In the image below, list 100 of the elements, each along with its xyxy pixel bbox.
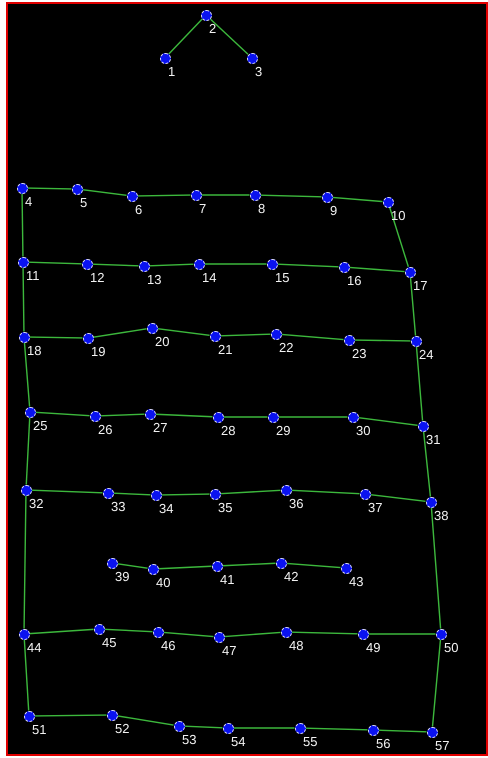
point-marker — [82, 332, 94, 344]
point-marker — [268, 412, 278, 422]
point-marker — [382, 196, 394, 208]
connector-line — [100, 414, 145, 416]
connector-line — [24, 342, 30, 407]
connector-line — [202, 194, 250, 196]
connector-line — [260, 194, 322, 198]
connector-line — [22, 268, 25, 332]
point-marker — [348, 412, 358, 422]
point-number: 38 — [434, 509, 448, 522]
point-marker — [200, 10, 212, 20]
point-number: 39 — [115, 570, 130, 583]
point-number: 13 — [147, 273, 162, 286]
point-marker — [138, 260, 150, 272]
connector-line — [117, 563, 148, 569]
point-number: 35 — [218, 501, 232, 514]
connector-line — [286, 562, 341, 568]
point-number: 56 — [376, 737, 390, 750]
point-marker — [250, 190, 260, 200]
connector-line — [378, 729, 427, 733]
connector-line — [155, 414, 213, 418]
point-number: 5 — [80, 196, 88, 209]
point-number: 27 — [153, 421, 168, 434]
connector-line — [220, 490, 281, 494]
point-number: 28 — [221, 424, 236, 437]
connector-line — [24, 639, 30, 711]
point-marker — [150, 490, 162, 500]
connector-line — [210, 18, 248, 55]
point-marker — [276, 558, 286, 568]
point-marker — [20, 484, 32, 496]
point-marker — [426, 726, 438, 738]
point-number: 32 — [29, 497, 44, 510]
point-number: 1 — [168, 65, 176, 78]
point-number: 9 — [330, 204, 338, 217]
connector-line — [82, 189, 127, 196]
connector-line — [281, 334, 344, 340]
point-number: 37 — [368, 501, 382, 514]
connector-line — [29, 336, 83, 339]
connector-line — [370, 494, 426, 502]
point-marker — [194, 258, 204, 270]
point-number: 57 — [435, 739, 450, 752]
point-marker — [18, 628, 30, 640]
point-number: 50 — [444, 641, 458, 654]
point-marker — [418, 420, 428, 432]
point-number: 31 — [426, 433, 440, 446]
point-number: 18 — [27, 344, 42, 357]
connector-line — [349, 266, 405, 272]
connector-line — [410, 277, 416, 336]
point-number: 3 — [255, 65, 262, 78]
point-number: 48 — [289, 639, 304, 652]
point-marker — [18, 256, 28, 268]
point-number: 8 — [258, 202, 266, 215]
point-number: 45 — [102, 636, 116, 649]
point-number: 14 — [202, 271, 216, 284]
point-marker — [280, 484, 292, 496]
connector-line — [358, 417, 418, 426]
point-number: 7 — [199, 202, 206, 215]
point-marker — [404, 266, 416, 278]
point-marker — [358, 628, 368, 640]
point-marker — [146, 322, 158, 334]
point-marker — [436, 628, 446, 640]
point-marker — [360, 488, 370, 500]
point-number: 29 — [276, 424, 290, 437]
point-number: 11 — [26, 269, 40, 282]
connector-line — [277, 264, 339, 268]
connector-line — [291, 631, 358, 635]
point-marker — [212, 412, 224, 422]
connector-line — [430, 507, 442, 629]
point-number: 19 — [91, 345, 106, 358]
point-marker — [280, 626, 292, 638]
point-number: 25 — [33, 419, 48, 432]
connector-line — [291, 490, 360, 494]
point-marker — [106, 558, 118, 568]
point-number: 49 — [366, 641, 380, 654]
point-number: 12 — [90, 271, 104, 284]
point-marker — [90, 410, 100, 422]
point-number: 24 — [419, 348, 434, 361]
point-number: 53 — [182, 733, 196, 746]
connector-line — [113, 492, 151, 496]
point-marker — [24, 710, 34, 722]
connector-line — [432, 639, 442, 727]
point-marker — [16, 182, 28, 194]
point-number: 6 — [135, 203, 142, 216]
point-number: 40 — [156, 576, 170, 589]
point-number: 36 — [289, 497, 304, 510]
connector-line — [149, 264, 194, 266]
point-marker — [152, 626, 164, 638]
connector-line — [224, 632, 281, 638]
connector-line — [220, 333, 271, 337]
point-marker — [18, 332, 30, 342]
point-marker — [426, 496, 436, 508]
connector-line — [35, 412, 90, 416]
point-number: 16 — [347, 274, 362, 287]
connector-line — [23, 496, 27, 628]
point-marker — [270, 328, 282, 340]
connector-line — [21, 194, 24, 256]
connector-line — [332, 196, 383, 202]
point-marker — [106, 710, 118, 720]
point-marker — [368, 724, 378, 736]
point-number: 30 — [356, 424, 370, 437]
